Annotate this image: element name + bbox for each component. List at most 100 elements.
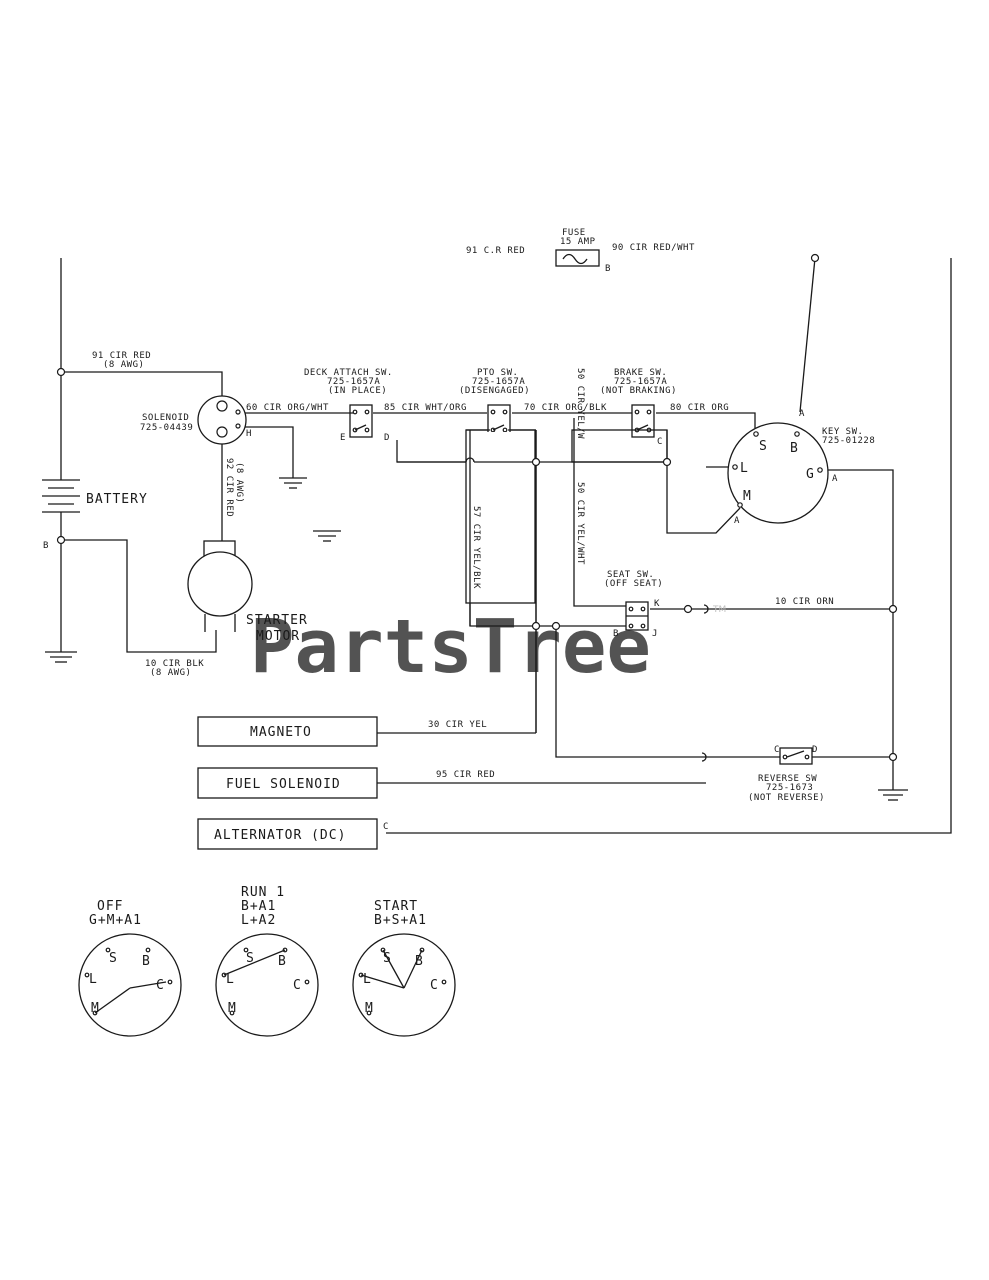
label-wire-92: 92 CIR RED [224,458,234,517]
key-switch-body [727,422,829,524]
key-switch-name: KEY SW. [822,427,863,437]
label-wire-70: 70 CIR ORG/BLK [524,403,607,413]
wire-key-g [822,469,894,757]
seat-switch-terminal-k: K [654,599,660,609]
solenoid-body [197,395,247,445]
dial-start: START B+S+A1 S B L C M [352,899,456,1037]
deck-switch-body [349,404,373,438]
brake-switch-body [631,404,655,438]
solenoid-terminal-bottom [216,426,228,438]
dial-start-combo: B+S+A1 [374,913,427,928]
alternator-box [197,818,378,850]
dial-run-label-m: M [228,1001,237,1016]
dial-run-combo2: L+A2 [241,913,276,928]
dial-run-label-s: S [246,951,255,966]
node-battery-positive [56,367,66,377]
label-wire-85: 85 CIR WHT/ORG [384,403,467,413]
label-wire-92-gauge: (8 AWG) [234,462,244,503]
label-wire-10-orn: 10 CIR ORN [775,597,834,607]
deck-switch-terminal-e: E [340,433,345,443]
watermark-tm: TM [712,605,726,615]
dial-run-combo1: B+A1 [241,899,276,914]
node-brake-c [662,457,672,467]
solenoid-label: SOLENOID [142,413,189,423]
node-reverse-right [888,752,898,762]
fuse-element [562,253,588,265]
fuse: FUSE 15 AMP B [555,228,610,274]
key-switch-terminal-a1: A [832,474,838,484]
solenoid: SOLENOID 725-04439 H [140,395,251,445]
brake-switch-name: BRAKE SW. [614,368,667,378]
label-wire-91-top: 91 C.R RED [466,246,525,256]
starter-label-line2: MOTOR [256,629,300,644]
key-switch-terminal-a: A [799,409,805,419]
deck-switch-state: (IN PLACE) [328,386,387,396]
key-switch-terminal-l: L [740,461,749,476]
dial-off-combo: G+M+A1 [89,913,142,928]
solenoid-terminal-h-label: H [246,429,251,439]
fuse-terminal: B [605,264,610,274]
brake-switch: BRAKE SW. 725-1657A (NOT BRAKING) C [600,368,676,447]
deck-switch-part: 725-1657A [327,377,380,387]
label-wire-50a: 50 CIR YEL/W [575,368,585,439]
deck-switch-name: DECK ATTACH SW. [304,368,393,378]
dial-start-label-m: M [365,1001,374,1016]
wire-solenoid-ground [233,426,294,478]
dial-off-label-b: B [142,954,151,969]
wire-brake-to-key [666,430,741,534]
key-switch-terminal-m: M [743,489,752,504]
brake-switch-box [571,429,668,463]
label-wire-80: 80 CIR ORG [670,403,729,413]
watermark-text: PartsTree [250,604,651,690]
label-wire-90: 90 CIR RED/WHT [612,243,695,253]
reverse-switch-terminal-c: C [774,745,779,755]
starter-body [187,551,253,617]
terminal-fuse-right [810,253,820,263]
label-wire-91-gauge: (8 AWG) [103,360,144,370]
pto-switch-name: PTO SW. [477,368,518,378]
fuse-name: FUSE [562,228,586,238]
key-switch-terminal-s: S [759,439,768,454]
ground-battery [45,651,77,663]
seat-switch-name: SEAT SW. [607,570,654,580]
solenoid-terminal-h [235,423,241,429]
dial-start-label-s: S [383,951,392,966]
solenoid-terminal-top [216,400,228,412]
brake-switch-part: 725-1657A [614,377,667,387]
alternator-label: ALTERNATOR (DC) [214,828,346,843]
key-switch-terminal-g: G [806,467,815,482]
fuel-solenoid: FUEL SOLENOID [197,767,378,799]
key-switch: S B G L M A A A KEY SW. 725-01228 [727,409,875,526]
key-switch-terminal-b: B [790,441,799,456]
ground-chassis [313,530,341,542]
dial-off-label-s: S [109,951,118,966]
reverse-switch-body [779,747,813,765]
dial-start-label-l: L [363,972,372,987]
key-switch-terminal-a2: A [734,516,740,526]
battery: BATTERY B [42,479,147,551]
deck-attach-switch: DECK ATTACH SW. 725-1657A (IN PLACE) E D [304,368,393,443]
starter-motor: STARTER MOTOR [187,540,307,644]
node-battery-negative [56,535,66,545]
dial-run-title: RUN 1 [241,885,285,900]
dial-off-title: OFF [97,899,123,914]
wire-d-line [396,440,466,463]
fuel-solenoid-label: FUEL SOLENOID [226,777,341,792]
magneto: MAGNETO [197,716,378,747]
wire-10-blk [61,539,217,653]
pto-switch-state: (DISENGAGED) [459,386,530,396]
wire-alternator-rail [386,258,952,834]
wire-crossover-seat [703,604,709,614]
dial-off-label-c: C [156,978,165,993]
reverse-switch-name: REVERSE SW [758,774,817,784]
dial-start-label-b: B [415,954,424,969]
reverse-switch-state: (NOT REVERSE) [748,793,825,803]
node-57-c [551,621,561,631]
reverse-switch-terminal-d: D [812,745,817,755]
wire-reverse [555,626,780,758]
brake-switch-terminal-c: C [657,437,662,447]
pto-switch-part: 725-1657A [472,377,525,387]
seat-switch-state: (OFF SEAT) [604,579,663,589]
seat-switch-terminal-b: B [613,629,618,639]
label-wire-60: 60 CIR ORG/WHT [246,403,329,413]
